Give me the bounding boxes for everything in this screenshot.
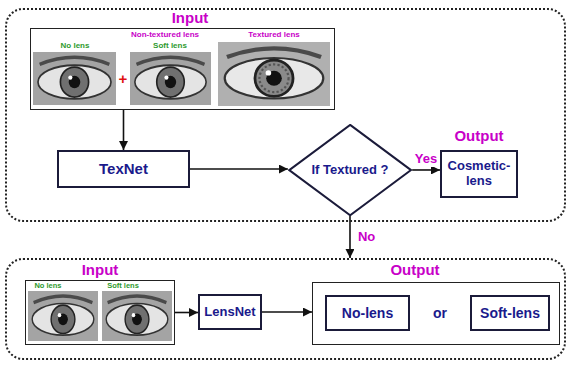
image-label: No lens xyxy=(34,282,61,291)
node-label: Cosmetic-lens xyxy=(446,159,512,189)
group-label: Non-textured lens xyxy=(131,30,199,39)
eye-photo xyxy=(102,291,172,341)
group-label: Textured lens xyxy=(248,30,299,39)
conjunction-label: or xyxy=(433,305,447,321)
image-label: No lens xyxy=(61,41,90,50)
node-label: Soft-lens xyxy=(480,305,540,321)
output-group-box: or No-lens Soft-lens xyxy=(312,282,560,345)
section-heading: Output xyxy=(390,261,439,278)
image-label: Soft lens xyxy=(107,282,139,291)
node-label: LensNet xyxy=(204,305,255,320)
section-heading: Input xyxy=(172,9,209,26)
node-label: If Textured ? xyxy=(311,163,388,178)
eye-photo xyxy=(130,52,211,105)
flow-arrow xyxy=(175,312,198,314)
node-label: TexNet xyxy=(99,160,148,177)
plus-sign: + xyxy=(119,70,128,87)
decision-diamond: If Textured ? xyxy=(288,124,412,216)
section-heading: Output xyxy=(454,127,503,144)
process-box: LensNet xyxy=(198,294,262,330)
node-label: No-lens xyxy=(342,305,393,321)
output-box: Cosmetic-lens xyxy=(440,150,518,198)
eye-photo xyxy=(218,42,330,106)
stage-region: InputOutput Non-textured lens No lens + Soft… xyxy=(5,8,566,222)
process-box: TexNet xyxy=(57,150,190,188)
stage-region: Input Output No lens Soft lensLensNet or No-l… xyxy=(5,258,566,360)
eye-photo xyxy=(28,42,330,341)
output-box: No-lens xyxy=(325,295,410,331)
image-label: Soft lens xyxy=(153,41,187,50)
flow-arrow xyxy=(262,311,312,313)
flow-arrow xyxy=(349,216,351,258)
flow-arrow xyxy=(190,168,288,170)
section-heading: Input xyxy=(82,261,119,278)
flow-arrow xyxy=(123,110,125,150)
eye-photo xyxy=(28,291,98,341)
branch-label: Yes xyxy=(413,152,439,167)
input-image-panel: Non-textured lens No lens + Soft lens Textur… xyxy=(30,28,335,110)
output-box: Soft-lens xyxy=(470,295,550,331)
eye-photo xyxy=(33,52,116,105)
branch-label: No xyxy=(356,230,377,245)
flow-arrow xyxy=(412,169,440,171)
input-image-panel: No lens Soft lens xyxy=(25,280,175,345)
